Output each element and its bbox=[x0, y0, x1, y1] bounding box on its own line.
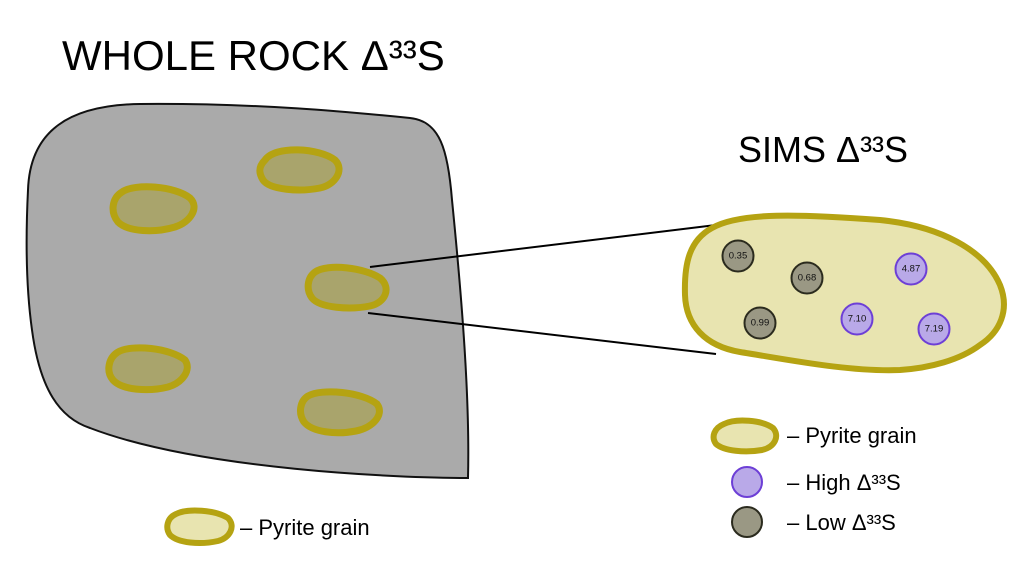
legend-low-label: – Low Δ³³S bbox=[787, 510, 896, 535]
whole-rock-body bbox=[25, 102, 470, 480]
zoom-line-bottom bbox=[367, 312, 717, 355]
sims-spot-label: 0.35 bbox=[729, 251, 748, 262]
sims-spot-label: 0.99 bbox=[751, 318, 770, 329]
pyrite-grain bbox=[256, 146, 343, 194]
pyrite-grain-zoomed bbox=[304, 263, 390, 312]
legend-left: – Pyrite grain bbox=[164, 507, 370, 546]
legend-low-swatch bbox=[731, 506, 763, 538]
legend-pyrite-label: – Pyrite grain bbox=[240, 515, 370, 540]
sims-spot-low bbox=[743, 306, 777, 340]
sims-pyrite-grain bbox=[681, 212, 1007, 374]
pyrite-grain bbox=[105, 344, 191, 394]
sims-spot-high bbox=[917, 312, 951, 346]
sims-spot-high bbox=[894, 252, 928, 286]
legend-right: – Pyrite grain – High Δ³³S – Low Δ³³S bbox=[710, 417, 917, 538]
sims-spot-low bbox=[790, 261, 824, 295]
sims-spot-label: 7.10 bbox=[848, 314, 867, 325]
sims-spot-label: 7.19 bbox=[925, 324, 944, 335]
legend-high-label: – High Δ³³S bbox=[787, 470, 901, 495]
legend-pyrite-label: – Pyrite grain bbox=[787, 423, 917, 448]
sims-spot-low bbox=[721, 239, 755, 273]
sims-spot-high bbox=[840, 302, 874, 336]
title-sims: SIMS Δ³³S bbox=[738, 129, 908, 170]
legend-pyrite-swatch bbox=[710, 417, 780, 455]
title-whole-rock: WHOLE ROCK Δ³³S bbox=[62, 32, 445, 79]
sims-spot-label: 4.87 bbox=[902, 264, 921, 275]
sims-spots: 0.35 0.68 0.99 4.87 7.10 7.19 bbox=[721, 239, 951, 346]
pyrite-grain bbox=[109, 183, 198, 235]
legend-pyrite-swatch bbox=[164, 507, 235, 546]
sims-spot-label: 0.68 bbox=[798, 273, 817, 284]
zoom-line-top bbox=[369, 224, 717, 268]
pyrite-grain bbox=[297, 388, 383, 437]
legend-high-swatch bbox=[731, 466, 763, 498]
